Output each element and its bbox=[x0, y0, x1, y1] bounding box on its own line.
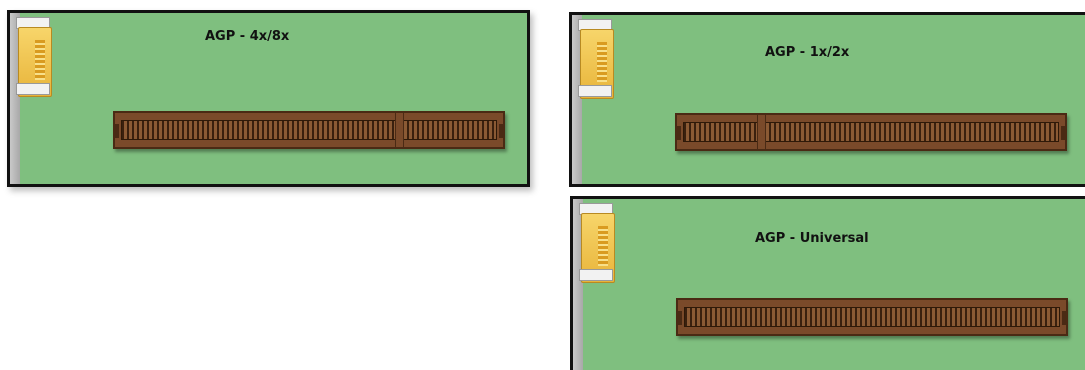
slot-key-divider bbox=[395, 113, 404, 147]
agp-slot bbox=[113, 111, 505, 149]
agp-slot bbox=[676, 298, 1068, 336]
slot-pins bbox=[121, 120, 497, 140]
slot-pins bbox=[684, 307, 1060, 327]
slot-end-notch-right bbox=[1061, 126, 1066, 140]
card-label: AGP - Universal bbox=[755, 231, 869, 246]
card-label: AGP - 1x/2x bbox=[765, 45, 849, 60]
card-label: AGP - 4x/8x bbox=[205, 29, 289, 44]
slot-key-divider bbox=[757, 115, 766, 149]
agp-universal-card: AGP - Universal bbox=[570, 196, 1085, 370]
slot-end-notch-left bbox=[676, 126, 681, 140]
connector-tab-bottom bbox=[579, 269, 613, 281]
connector-tab-bottom bbox=[578, 85, 612, 97]
slot-end-notch-right bbox=[499, 124, 504, 138]
slot-end-notch-left bbox=[114, 124, 119, 138]
agp-4x-8x-card: AGP - 4x/8x bbox=[7, 10, 530, 187]
slot-pins bbox=[683, 122, 1059, 142]
agp-slot bbox=[675, 113, 1067, 151]
slot-end-notch-left bbox=[677, 311, 682, 325]
agp-1x-2x-card: AGP - 1x/2x bbox=[569, 12, 1085, 187]
connector-tab-bottom bbox=[16, 83, 50, 95]
slot-end-notch-right bbox=[1062, 311, 1067, 325]
